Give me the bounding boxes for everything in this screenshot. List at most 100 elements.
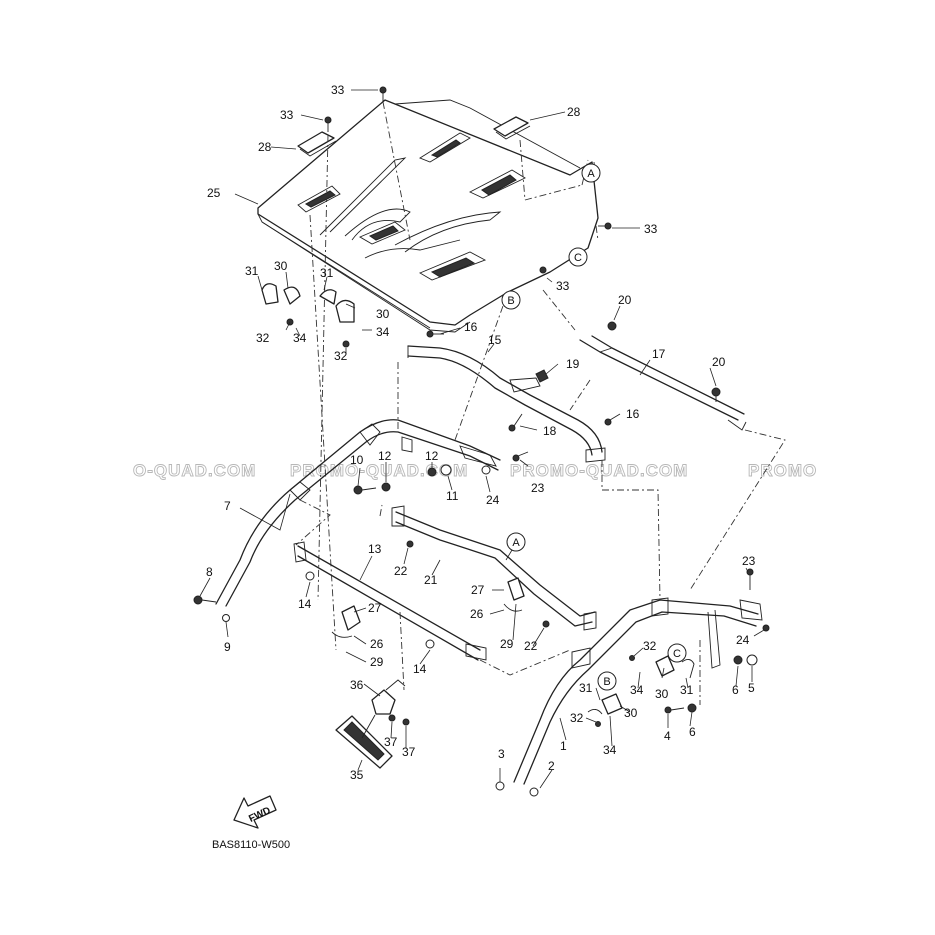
- bolt: [426, 330, 444, 338]
- part-number-label: 18: [543, 424, 557, 438]
- clip: [535, 369, 549, 383]
- bolt: [508, 413, 523, 432]
- watermark-text: PROMO: [748, 461, 817, 480]
- ref-circle-c: C: [667, 643, 687, 663]
- bolt: [604, 418, 612, 426]
- part-number-label: 27: [471, 583, 485, 597]
- bolt: [542, 620, 550, 628]
- part-number-label: 36: [350, 678, 364, 692]
- part-number-label: 14: [298, 597, 312, 611]
- diagram-code: BAS8110-W500: [212, 839, 290, 851]
- cross-bar: [293, 541, 487, 661]
- roof-pad: [493, 116, 531, 140]
- bolt: [388, 714, 396, 722]
- bolt: [425, 639, 435, 649]
- bolt: [406, 540, 414, 548]
- cage-frame-right: [513, 597, 763, 785]
- part-number-label: 28: [567, 105, 581, 119]
- part-number-label: 37: [384, 735, 398, 749]
- nut: [381, 482, 391, 492]
- ref-circle-label: A: [587, 168, 595, 180]
- part-number-label: 16: [626, 407, 640, 421]
- bolt: [342, 340, 350, 348]
- part-number-label: 19: [566, 357, 580, 371]
- part-number-label: 27: [368, 601, 382, 615]
- washer: [746, 654, 758, 666]
- part-number-label: 21: [424, 573, 438, 587]
- part-number-label: 33: [331, 83, 345, 97]
- part-number-label: 32: [256, 331, 270, 345]
- part-number-label: 12: [425, 449, 439, 463]
- leader-lines: [199, 89, 765, 789]
- part-number-label: 2: [548, 759, 555, 773]
- bolt: [762, 624, 770, 632]
- part-number-label: 29: [370, 655, 384, 669]
- part-number-label: 37: [402, 745, 416, 759]
- part-number-label: 31: [579, 681, 593, 695]
- bolt: [353, 485, 377, 495]
- part-number-label: 26: [470, 607, 484, 621]
- part-number-label: 16: [464, 320, 478, 334]
- screw: [607, 321, 617, 331]
- washer: [495, 781, 505, 791]
- clamp: [503, 577, 525, 612]
- part-number-label: 11: [446, 489, 459, 503]
- clamp: [261, 283, 301, 305]
- part-number-label: 33: [280, 108, 294, 122]
- rear-mirror: [335, 714, 393, 769]
- ref-circle-label: B: [507, 295, 514, 307]
- screw: [598, 222, 612, 230]
- part-number-label: 34: [376, 325, 390, 339]
- part-number-label: 33: [644, 222, 658, 236]
- part-number-label: 5: [748, 681, 755, 695]
- part-number-label: 1: [560, 739, 567, 753]
- part-number-label: 25: [207, 186, 221, 200]
- ref-circle-label: A: [512, 537, 520, 549]
- part-number-label: 34: [630, 683, 644, 697]
- screw: [324, 116, 332, 132]
- part-number-label: 20: [712, 355, 726, 369]
- part-number-label: 30: [624, 706, 638, 720]
- screw: [379, 86, 387, 102]
- fwd-arrow-icon: FWD: [233, 795, 277, 829]
- part-number-label: 23: [531, 481, 545, 495]
- ref-circle-b: B: [501, 290, 521, 310]
- part-number-label: 13: [368, 542, 382, 556]
- bolt: [402, 718, 410, 726]
- ref-circle-a: A: [506, 532, 526, 552]
- part-number-label: 32: [570, 711, 584, 725]
- screw: [539, 266, 547, 274]
- bolt: [512, 451, 529, 462]
- part-number-label: 24: [486, 493, 500, 507]
- part-number-label: 23: [742, 554, 756, 568]
- part-number-label: 17: [652, 347, 666, 361]
- part-number-label: 6: [689, 725, 696, 739]
- part-number-label: 30: [274, 259, 288, 273]
- front-bar: [407, 345, 606, 463]
- screw: [711, 387, 721, 402]
- part-number-label: 10: [350, 453, 364, 467]
- part-number-label: 7: [224, 499, 231, 513]
- part-number-label: 6: [732, 683, 739, 697]
- part-number-label: 28: [258, 140, 272, 154]
- part-number-label: 29: [500, 637, 514, 651]
- part-number-label: 3: [498, 747, 505, 761]
- ref-circle-a: A: [581, 163, 601, 183]
- nut: [687, 703, 697, 713]
- clamp: [331, 605, 361, 638]
- cage-frame-left: [215, 419, 501, 607]
- rear-bar: [579, 335, 747, 431]
- part-number-label: 22: [394, 564, 408, 578]
- nut: [481, 465, 491, 475]
- nut: [427, 467, 437, 477]
- part-number-label: 35: [350, 768, 364, 782]
- part-number-label: 31: [245, 264, 259, 278]
- part-number-label: 15: [488, 333, 502, 347]
- washer: [440, 464, 452, 476]
- part-number-label: 14: [413, 662, 427, 676]
- part-number-label: 22: [524, 639, 538, 653]
- ref-circle-c: C: [568, 247, 588, 267]
- part-number-label: 12: [378, 449, 392, 463]
- mirror-bracket: [371, 679, 406, 715]
- ref-circle-label: C: [673, 648, 681, 660]
